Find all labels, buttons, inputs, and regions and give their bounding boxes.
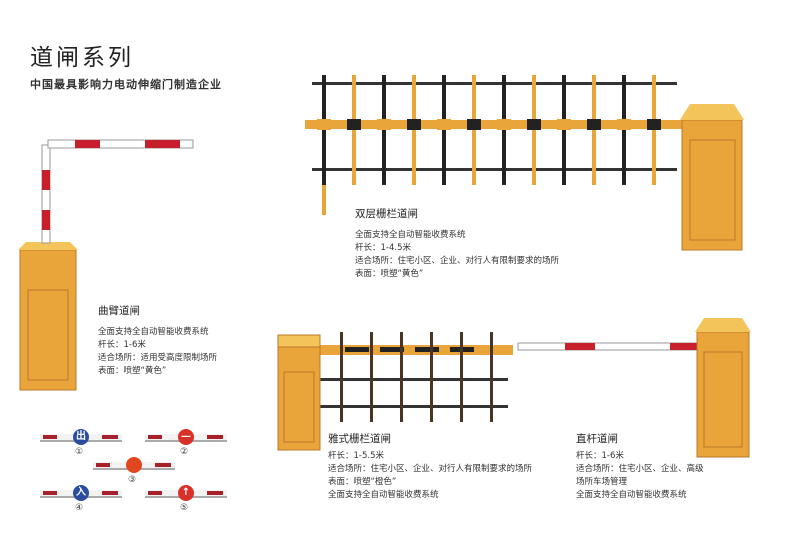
sign-icon <box>126 457 142 473</box>
sign-icon: ↑ <box>178 485 194 501</box>
sign-icon: — <box>178 429 194 445</box>
spec-line: 全面支持全自动智能收费系统 <box>355 230 466 240</box>
spec-line: 表面：喷塑“黄色” <box>355 269 424 279</box>
spec-line: 适合场所：适用受高度限制场所 <box>98 353 218 363</box>
product-name: 双层栅栏道闸 <box>355 208 418 220</box>
product-curved-arm: 曲臂道闸 全面支持全自动智能收费系统 杆长：1-6米 适合场所：适用受高度限制场… <box>98 305 217 378</box>
product-double-fence: 双层栅栏道闸 全面支持全自动智能收费系统 杆长：1-4.5米 适合场所：住宅小区… <box>355 208 559 281</box>
sign-number: ④ <box>75 503 84 513</box>
spec-line: 全面支持全自动智能收费系统 <box>98 327 209 337</box>
product-name: 曲臂道闸 <box>98 305 140 317</box>
spec-line: 表面：喷塑“黄色” <box>98 366 167 376</box>
spec-line: 全面支持全自动智能收费系统 <box>328 490 439 500</box>
double-fence-gate-image <box>305 75 685 215</box>
spec-line: 适合场所：住宅小区、企业、对行人有限制要求的场所 <box>355 256 560 266</box>
sign-number: ⑤ <box>180 503 189 513</box>
sign-option-4: 入 ④ <box>40 485 122 514</box>
product-straight-arm: 直杆道闸 杆长：1-6米 适合场所：住宅小区、企业、高级 场所车场管理 全面支持… <box>576 433 704 502</box>
sign-option-2: — ② <box>145 429 227 458</box>
sign-option-5: ↑ ⑤ <box>145 485 227 514</box>
product-name: 直杆道闸 <box>576 433 618 445</box>
sign-number: ② <box>180 447 189 457</box>
spec-line: 场所车场管理 <box>576 477 628 487</box>
elegant-fence-gate-image <box>318 332 513 422</box>
product-elegant-fence: 雅式栅栏道闸 杆长：1-5.5米 适合场所：住宅小区、企业、对行人有限制要求的场… <box>328 433 532 502</box>
straight-arm-gate-image <box>517 318 751 458</box>
spec-line: 适合场所：住宅小区、企业、对行人有限制要求的场所 <box>328 464 533 474</box>
spec-line: 表面：喷塑“橙色” <box>328 477 397 487</box>
sign-icon: 入 <box>73 485 89 501</box>
spec-line: 适合场所：住宅小区、企业、高级 <box>576 464 704 474</box>
spec-line: 杆长：1-5.5米 <box>328 451 384 461</box>
sign-icon: 出 <box>73 429 89 445</box>
spec-line: 全面支持全自动智能收费系统 <box>576 490 687 500</box>
spec-line: 杆长：1-4.5米 <box>355 243 411 253</box>
sign-option-1: 出 ① <box>40 429 122 458</box>
curved-arm-gate-image <box>18 139 194 391</box>
spec-line: 杆长：1-6米 <box>576 451 624 461</box>
spec-line: 杆长：1-6米 <box>98 340 146 350</box>
sign-number: ① <box>75 447 84 457</box>
page-subtitle: 中国最具影响力电动伸缩门制造企业 <box>30 78 222 91</box>
page-title: 道闸系列 <box>30 45 134 71</box>
sign-option-3: ③ <box>93 457 175 486</box>
sign-number: ③ <box>128 475 137 485</box>
product-name: 雅式栅栏道闸 <box>328 433 391 445</box>
